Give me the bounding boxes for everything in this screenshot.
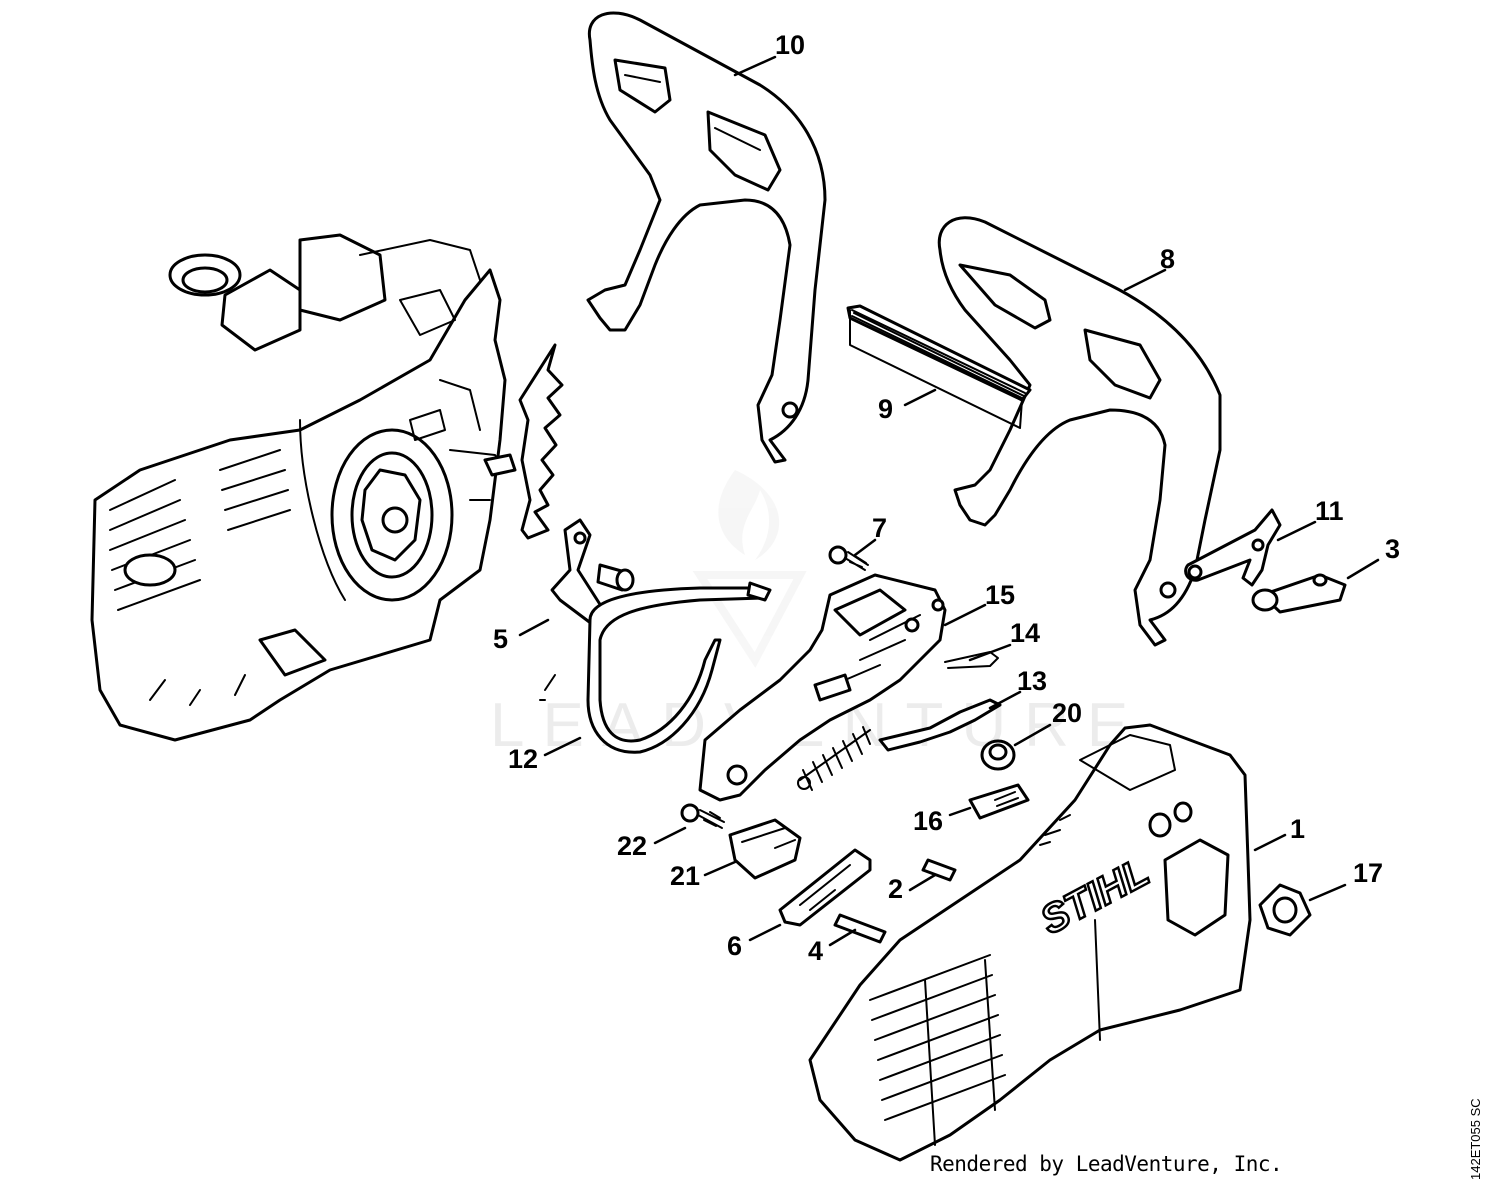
- leaf-spring: [878, 698, 1002, 752]
- callout-6: 6: [727, 931, 742, 961]
- screw-7: [828, 545, 869, 571]
- callout-11: 11: [1315, 496, 1344, 526]
- callout-16: 16: [913, 806, 943, 836]
- drawing-code: 142ET055 SC: [1468, 1098, 1483, 1180]
- callout-8: 8: [1160, 244, 1175, 274]
- wire-spring: [944, 651, 999, 669]
- block-21: [728, 818, 802, 880]
- hand-guard-lower: [937, 216, 1222, 647]
- screw-22: [680, 803, 725, 829]
- adjuster-knob: [1251, 573, 1347, 614]
- sprocket-cover: STIHL: [808, 723, 1252, 1162]
- hand-guard-upper: [586, 11, 827, 464]
- bumper-spike: [518, 343, 564, 540]
- callout-12: 12: [508, 744, 538, 774]
- lever: [1184, 508, 1282, 587]
- callout-21: 21: [670, 861, 700, 891]
- callout-20: 20: [1052, 698, 1082, 728]
- callout-10: 10: [775, 30, 805, 60]
- engine-crankcase: [90, 233, 517, 742]
- spring-bracket: [550, 518, 612, 632]
- grille-insert: [846, 304, 1032, 429]
- callout-3: 3: [1385, 534, 1400, 564]
- callout-7: 7: [872, 513, 887, 543]
- callout-4: 4: [808, 936, 823, 966]
- callout-labels: 10 8 9 7 11 3 5 15 14 13 20 12 16 1 22 2…: [493, 30, 1400, 966]
- callout-9: 9: [878, 394, 893, 424]
- pin-4: [833, 913, 887, 944]
- callout-22: 22: [617, 831, 647, 861]
- callout-1: 1: [1290, 814, 1305, 844]
- screw: [596, 563, 635, 592]
- callout-15: 15: [985, 580, 1015, 610]
- pin-2: [921, 858, 957, 882]
- watermark-logo: [692, 470, 807, 668]
- callout-17: 17: [1353, 858, 1383, 888]
- brake-band: [539, 581, 772, 754]
- collar-nut: [1258, 883, 1312, 937]
- leader-lines: [518, 55, 1380, 947]
- slide-6: [778, 848, 872, 927]
- render-credit: Rendered by LeadVenture, Inc.: [930, 1152, 1283, 1176]
- callout-13: 13: [1017, 666, 1047, 696]
- callout-14: 14: [1010, 618, 1040, 648]
- callout-5: 5: [493, 624, 508, 654]
- button-16: [968, 783, 1030, 820]
- nut-20: [980, 739, 1016, 771]
- tension-spring: [797, 726, 871, 791]
- callout-2: 2: [888, 874, 903, 904]
- brake-lever-frame: [698, 573, 947, 802]
